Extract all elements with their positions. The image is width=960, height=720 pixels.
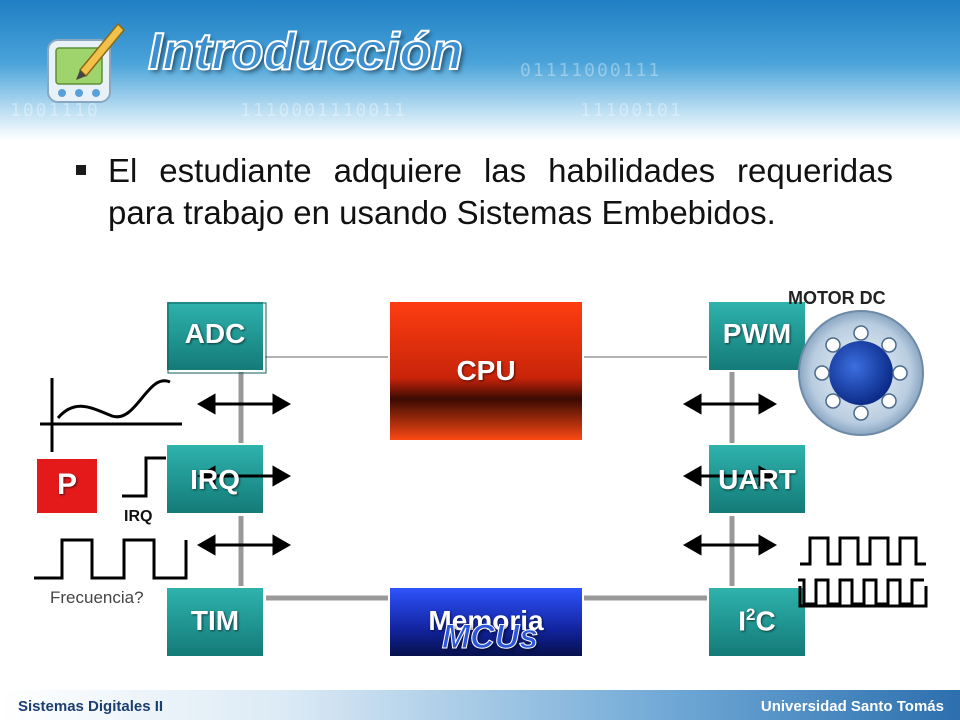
irq-label: IRQ: [190, 464, 240, 495]
i2c-label-superscript: 2: [746, 605, 756, 624]
pwm-label: PWM: [722, 318, 792, 349]
pwm-block: [707, 300, 807, 372]
i2c-label: I2C: [708, 605, 806, 637]
analog-signal-graph: [40, 378, 182, 452]
uart-block: [707, 443, 807, 515]
pda-pen-icon: [47, 22, 126, 103]
adc-label: ADC: [184, 318, 246, 349]
motor-dc-label: MOTOR DC: [788, 288, 886, 308]
i2c-block: [707, 586, 807, 658]
uart-label: UART: [718, 464, 796, 495]
binary-decoration: 1001110: [10, 100, 100, 121]
tim-label: TIM: [190, 605, 240, 636]
double-arrows: [196, 393, 778, 556]
tim-block: [165, 586, 265, 658]
memoria-label: Memoria: [428, 605, 544, 636]
cpu-block: [388, 300, 584, 442]
i2c-label-c: C: [755, 605, 776, 637]
p-button-block: [35, 457, 99, 515]
p-button-label: P: [56, 468, 77, 501]
binary-decoration: 01111000111: [520, 60, 662, 81]
footer-course: Sistemas Digitales II: [18, 698, 164, 715]
footer-university: Universidad Santo Tomás: [760, 698, 944, 715]
serial-signal-bottom: [798, 578, 928, 608]
page-title: Introducción: [147, 22, 464, 82]
frequency-label: Frecuencia?: [50, 588, 144, 607]
adc-block: [165, 300, 267, 374]
mcus-overlay-text: MCUs: [441, 618, 539, 657]
motor-dc-icon: [798, 310, 924, 436]
irq-step-signal: [122, 456, 166, 498]
irq-signal-label: IRQ: [124, 508, 153, 525]
footer-band: [0, 690, 960, 720]
binary-decoration: 1110001110011: [240, 100, 407, 121]
binary-decoration: 11100101: [580, 100, 683, 121]
header-band: 01111000111 1001110 1110001110011 111001…: [0, 0, 960, 140]
memory-block: [388, 586, 584, 658]
bullet-text: El estudiante adquiere las habilidades r…: [108, 152, 893, 231]
bus-lines: [238, 356, 735, 601]
cpu-label: CPU: [456, 355, 516, 386]
i2c-label-i: I: [738, 605, 747, 637]
frequency-square-wave: [34, 538, 188, 580]
serial-signal-top: [800, 536, 926, 566]
bullet-marker: [76, 165, 86, 175]
